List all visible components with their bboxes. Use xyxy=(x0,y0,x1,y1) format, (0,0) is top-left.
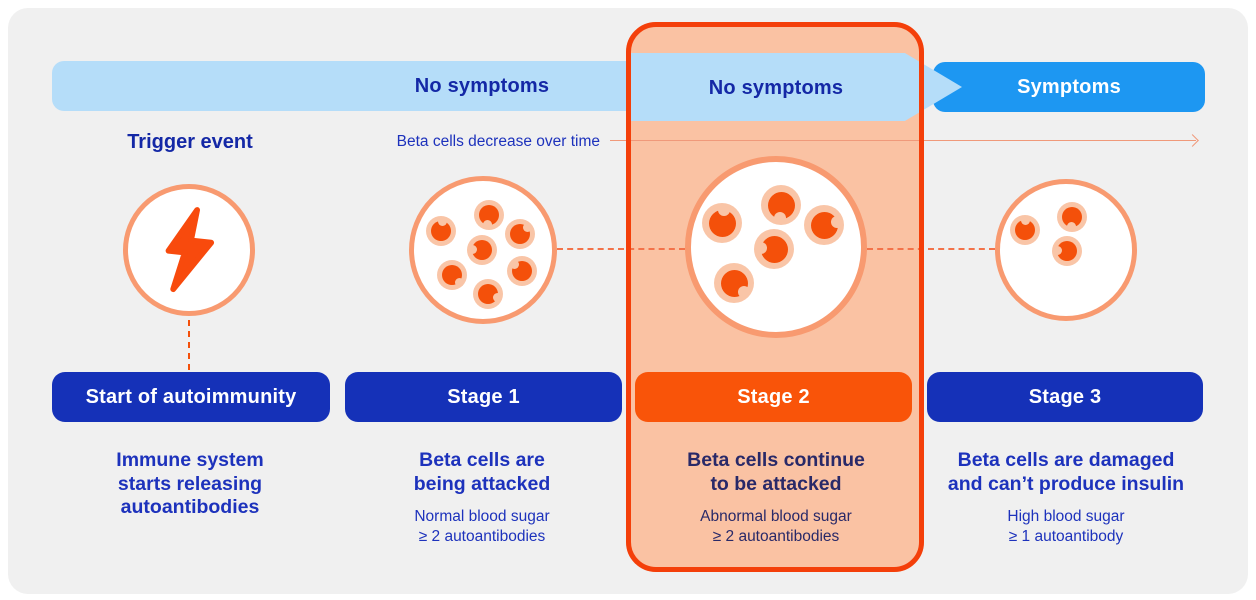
beta-cell xyxy=(1010,215,1040,245)
beta-cell-core xyxy=(472,240,492,260)
beta-cell-core xyxy=(1015,220,1035,240)
beta-cell-notch xyxy=(1052,245,1062,255)
beta-cell xyxy=(474,200,504,230)
no-symptoms-band-arrow xyxy=(626,53,962,121)
beta-decrease-arrow-line xyxy=(610,140,1196,141)
beta-cell xyxy=(761,185,801,225)
beta-cell xyxy=(754,229,794,269)
beta-cell-notch xyxy=(467,244,477,254)
beta-cell xyxy=(1057,202,1087,232)
beta-cell xyxy=(507,256,537,286)
beta-cell xyxy=(467,235,497,265)
stage1-subtext: Normal blood sugar ≥ 2 autoantibodies xyxy=(414,508,550,545)
stage1-heading: Beta cells are being attacked xyxy=(413,449,551,495)
stage3-subtext: High blood sugar ≥ 1 autoantibody xyxy=(1007,508,1125,545)
beta-cell xyxy=(437,260,467,290)
no-symptoms-label-2: No symptoms xyxy=(708,77,844,99)
beta-cell-notch xyxy=(738,285,751,298)
stage2-pill: Stage 2 xyxy=(635,372,912,422)
beta-cell xyxy=(1052,236,1082,266)
stage1-beta-cells-circle xyxy=(409,176,557,324)
beta-cell-notch xyxy=(1066,222,1076,232)
beta-cell-notch xyxy=(492,292,502,302)
stage3-beta-cells-circle xyxy=(995,179,1137,321)
beta-cell-core xyxy=(1062,207,1082,227)
beta-cell-notch xyxy=(773,212,786,225)
beta-decrease-label: Beta cells decrease over time xyxy=(396,133,600,150)
beta-cell-notch xyxy=(523,223,533,233)
trigger-event-circle xyxy=(123,184,255,316)
stage1-pill: Stage 1 xyxy=(345,372,622,422)
dashed-connector-2 xyxy=(867,248,995,250)
stage3-heading: Beta cells are damaged and can’t produce… xyxy=(947,449,1185,495)
stage3-pill: Stage 3 xyxy=(927,372,1203,422)
trigger-event-label: Trigger event xyxy=(127,131,253,153)
beta-cell-notch xyxy=(831,215,844,228)
beta-cell-notch xyxy=(1021,215,1031,225)
beta-cell xyxy=(714,263,754,303)
beta-cell xyxy=(426,216,456,246)
no-symptoms-label-1: No symptoms xyxy=(414,75,550,97)
stage2-highlight-border xyxy=(626,22,924,572)
beta-cell xyxy=(473,279,503,309)
beta-cell xyxy=(804,205,844,245)
stage2-subtext: Abnormal blood sugar ≥ 2 autoantibodies xyxy=(700,508,852,545)
symptoms-label: Symptoms xyxy=(1017,76,1121,98)
beta-cell-notch xyxy=(754,241,767,254)
beta-cell-core xyxy=(431,221,451,241)
dashed-connector-1 xyxy=(557,248,685,250)
beta-cell-notch xyxy=(718,203,731,216)
beta-cell-core xyxy=(1057,241,1077,261)
beta-cell-core xyxy=(479,205,499,225)
beta-cell-notch xyxy=(454,277,464,287)
beta-cell-notch xyxy=(438,216,448,226)
stage2-beta-cells-circle xyxy=(685,156,867,338)
lightning-bolt-icon xyxy=(165,207,215,293)
trigger-dashed-connector xyxy=(188,320,190,370)
beta-cell-notch xyxy=(509,260,519,270)
autoimmunity-heading: Immune system starts releasing autoantib… xyxy=(116,449,264,518)
symptoms-band xyxy=(933,62,1205,112)
beta-cell-notch xyxy=(482,220,492,230)
stage2-heading: Beta cells continue to be attacked xyxy=(687,449,865,495)
no-symptoms-band xyxy=(52,61,632,111)
start-of-autoimmunity-pill: Start of autoimmunity xyxy=(52,372,330,422)
beta-cell xyxy=(505,219,535,249)
beta-cell xyxy=(702,203,742,243)
